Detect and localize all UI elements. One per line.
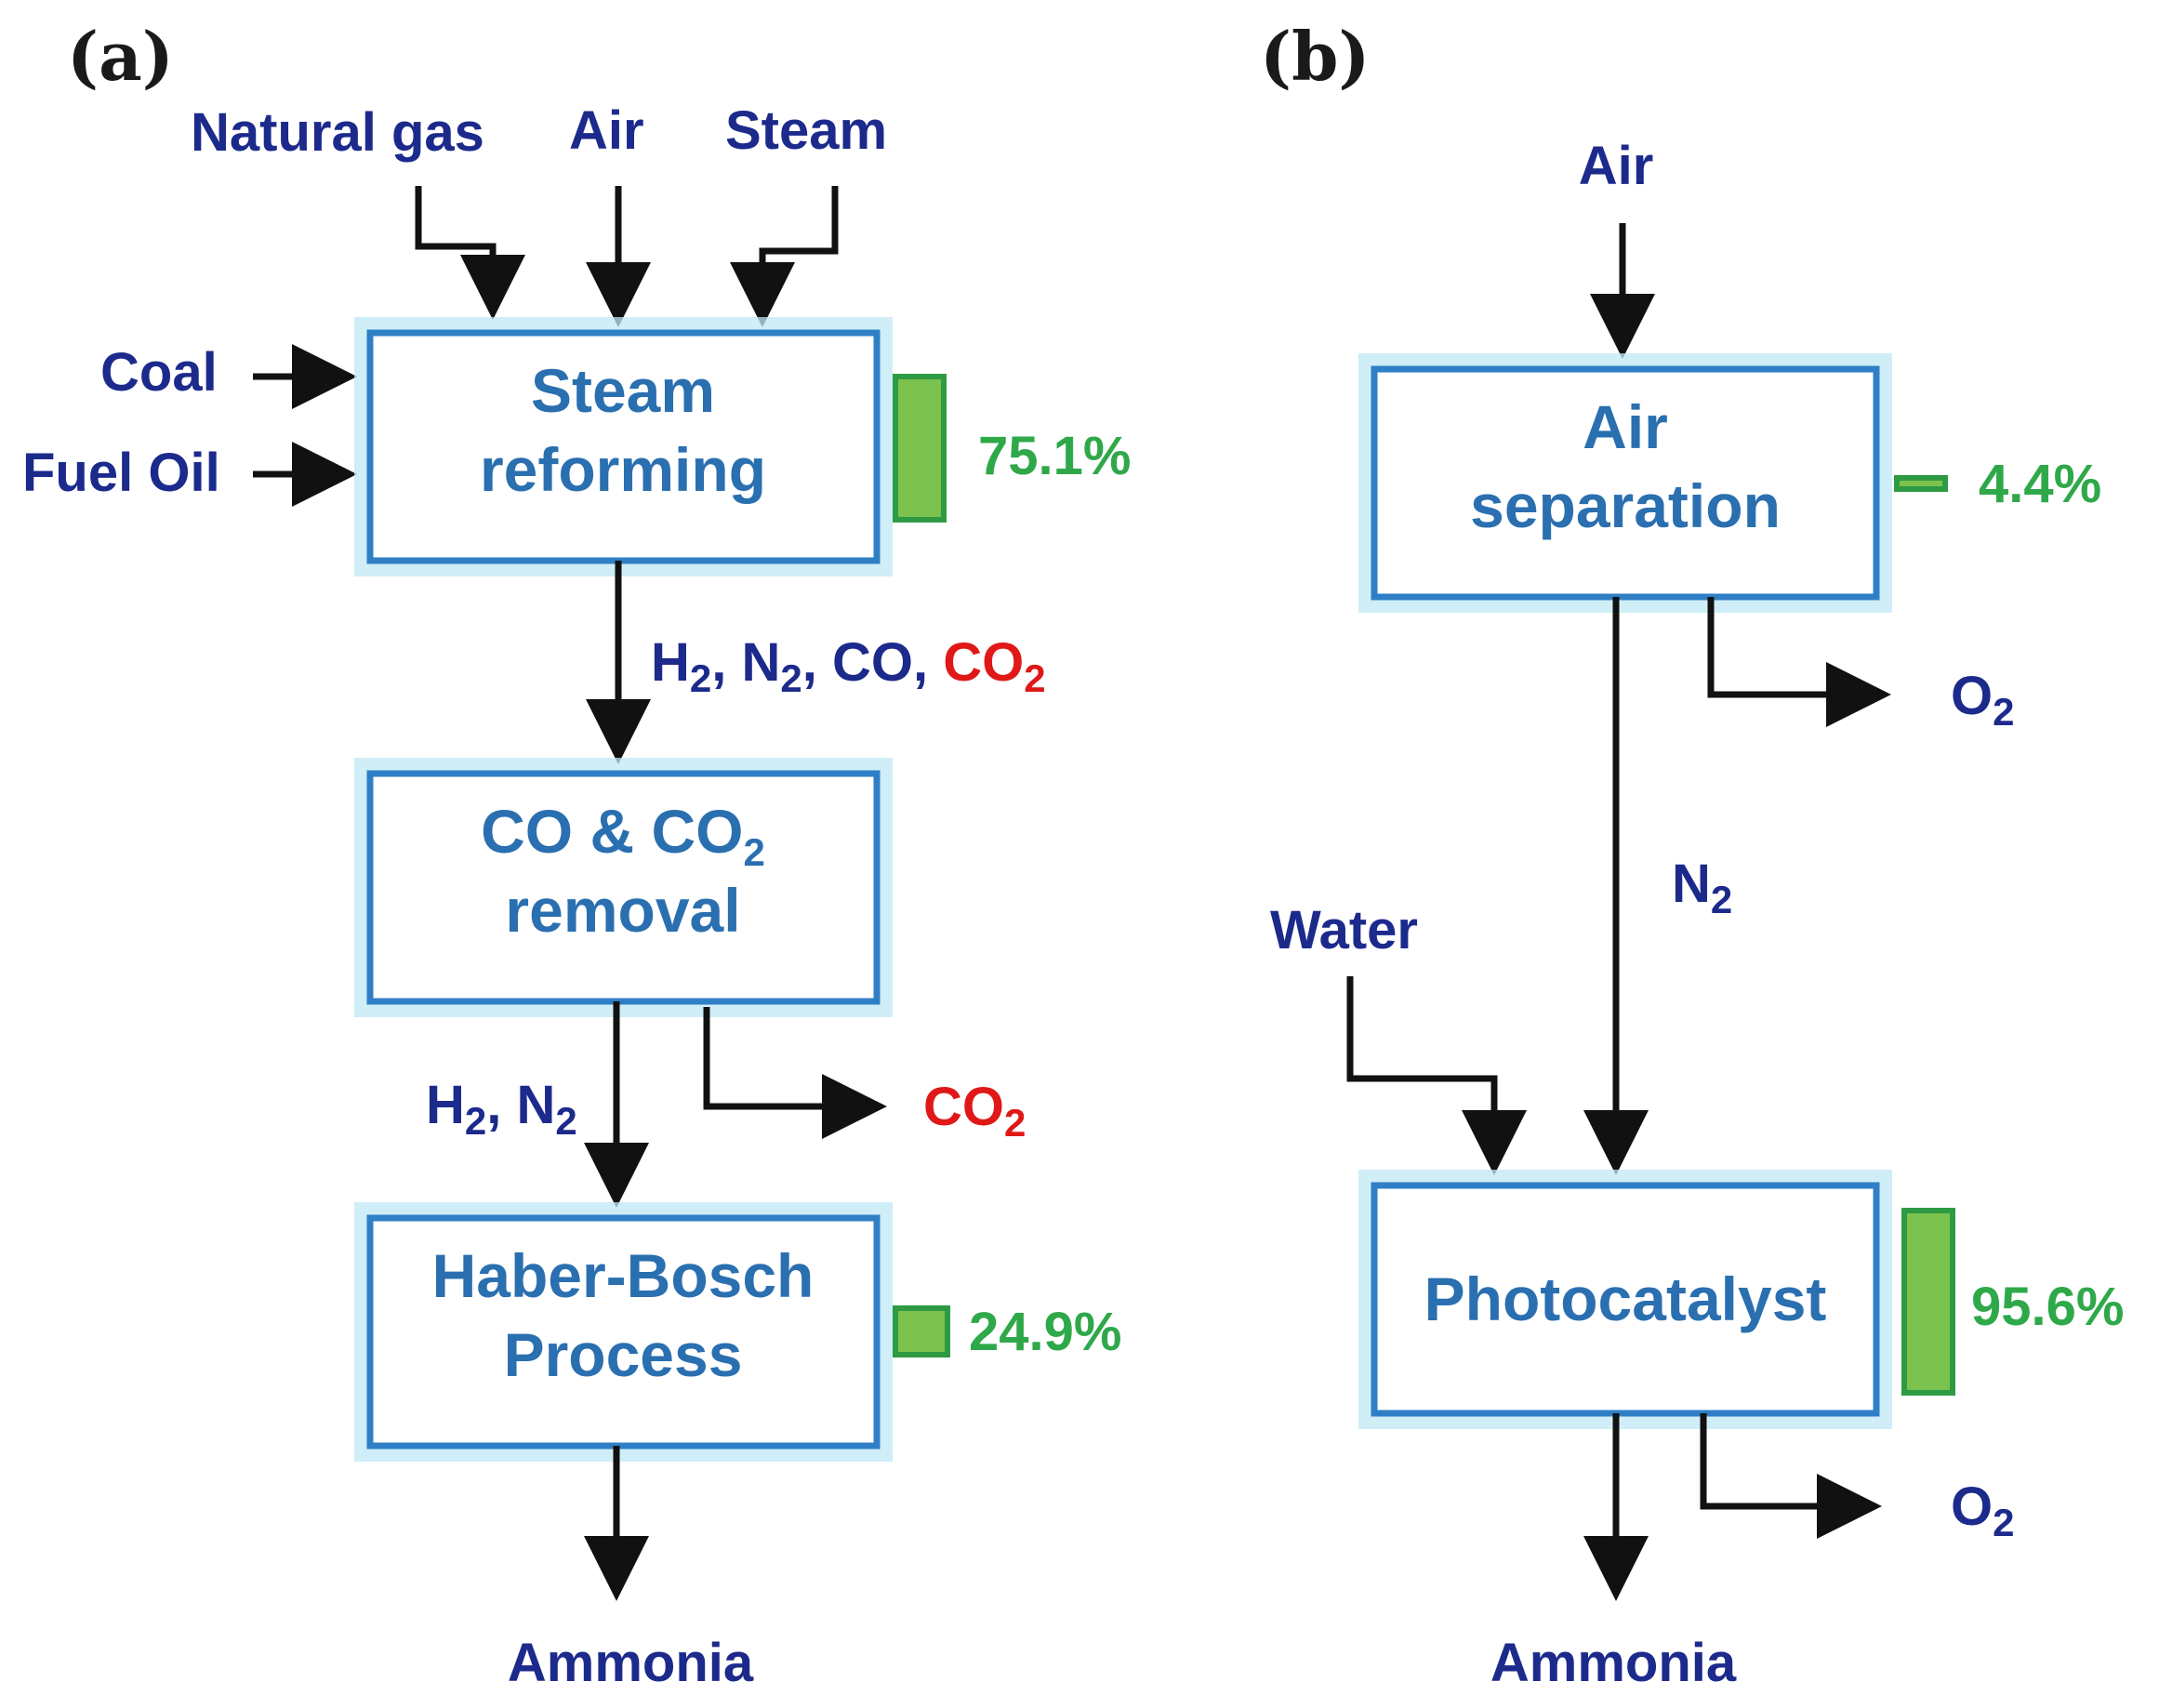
photocatalyst-box: Photocatalyst — [1358, 1170, 1892, 1429]
input-water: Water — [1270, 900, 1418, 960]
input-coal: Coal — [100, 342, 218, 403]
steam-reforming-box: Steam reforming — [354, 317, 893, 576]
haber-bosch-line2: Process — [504, 1320, 743, 1389]
arrow-steam — [730, 186, 839, 327]
energy-bar-steam-reforming — [893, 374, 947, 523]
air-separation-box: Air separation — [1358, 353, 1892, 613]
energy-label-haber-bosch: 24.9% — [969, 1302, 1121, 1362]
input-air-b: Air — [1579, 136, 1654, 196]
ammonia-output-a: Ammonia — [508, 1633, 754, 1693]
ammonia-output-b: Ammonia — [1490, 1633, 1737, 1693]
arrow-co2-out — [703, 1007, 887, 1139]
air-separation-line1: Air — [1583, 392, 1668, 461]
o2-output-label-2: O2 — [1951, 1476, 2014, 1544]
stream-label-2: H2, N2 — [426, 1075, 577, 1143]
input-natural-gas: Natural gas — [191, 102, 484, 163]
co2-output-label: CO2 — [923, 1077, 1026, 1145]
arrow-o2-out-2 — [1700, 1413, 1882, 1539]
haber-bosch-line1: Haber-Bosch — [432, 1241, 815, 1310]
arrow-o2-out-1 — [1707, 597, 1891, 727]
steam-reforming-line2: reforming — [480, 435, 766, 504]
steam-reforming-line1: Steam — [531, 356, 715, 425]
energy-label-air-separation: 4.4% — [1979, 454, 2101, 514]
co-removal-box: CO & CO2 removal — [354, 758, 893, 1017]
air-separation-line2: separation — [1470, 471, 1781, 540]
input-steam: Steam — [725, 100, 887, 161]
panel-a-label: (a) — [67, 17, 174, 96]
panel-b-label: (b) — [1260, 17, 1370, 96]
input-fuel-oil: Fuel Oil — [22, 443, 220, 503]
photocatalyst-label: Photocatalyst — [1424, 1264, 1827, 1333]
energy-bar-haber-bosch — [893, 1305, 950, 1357]
arrow-water — [1346, 976, 1527, 1175]
energy-bar-air-separation — [1894, 475, 1948, 492]
co-removal-line1: CO & CO2 — [481, 797, 765, 874]
input-air-a: Air — [569, 100, 644, 161]
haber-bosch-box: Haber-Bosch Process — [354, 1202, 893, 1462]
energy-bar-photocatalyst — [1901, 1208, 1955, 1396]
co-removal-line2: removal — [505, 876, 740, 945]
stream-label-1: H2, N2, CO, CO2 — [651, 632, 1046, 700]
o2-output-label-1: O2 — [1951, 666, 2014, 734]
arrow-natural-gas — [415, 186, 525, 320]
energy-label-steam-reforming: 75.1% — [978, 426, 1131, 486]
n2-label: N2 — [1672, 854, 1732, 921]
energy-label-photocatalyst: 95.6% — [1971, 1277, 2124, 1337]
